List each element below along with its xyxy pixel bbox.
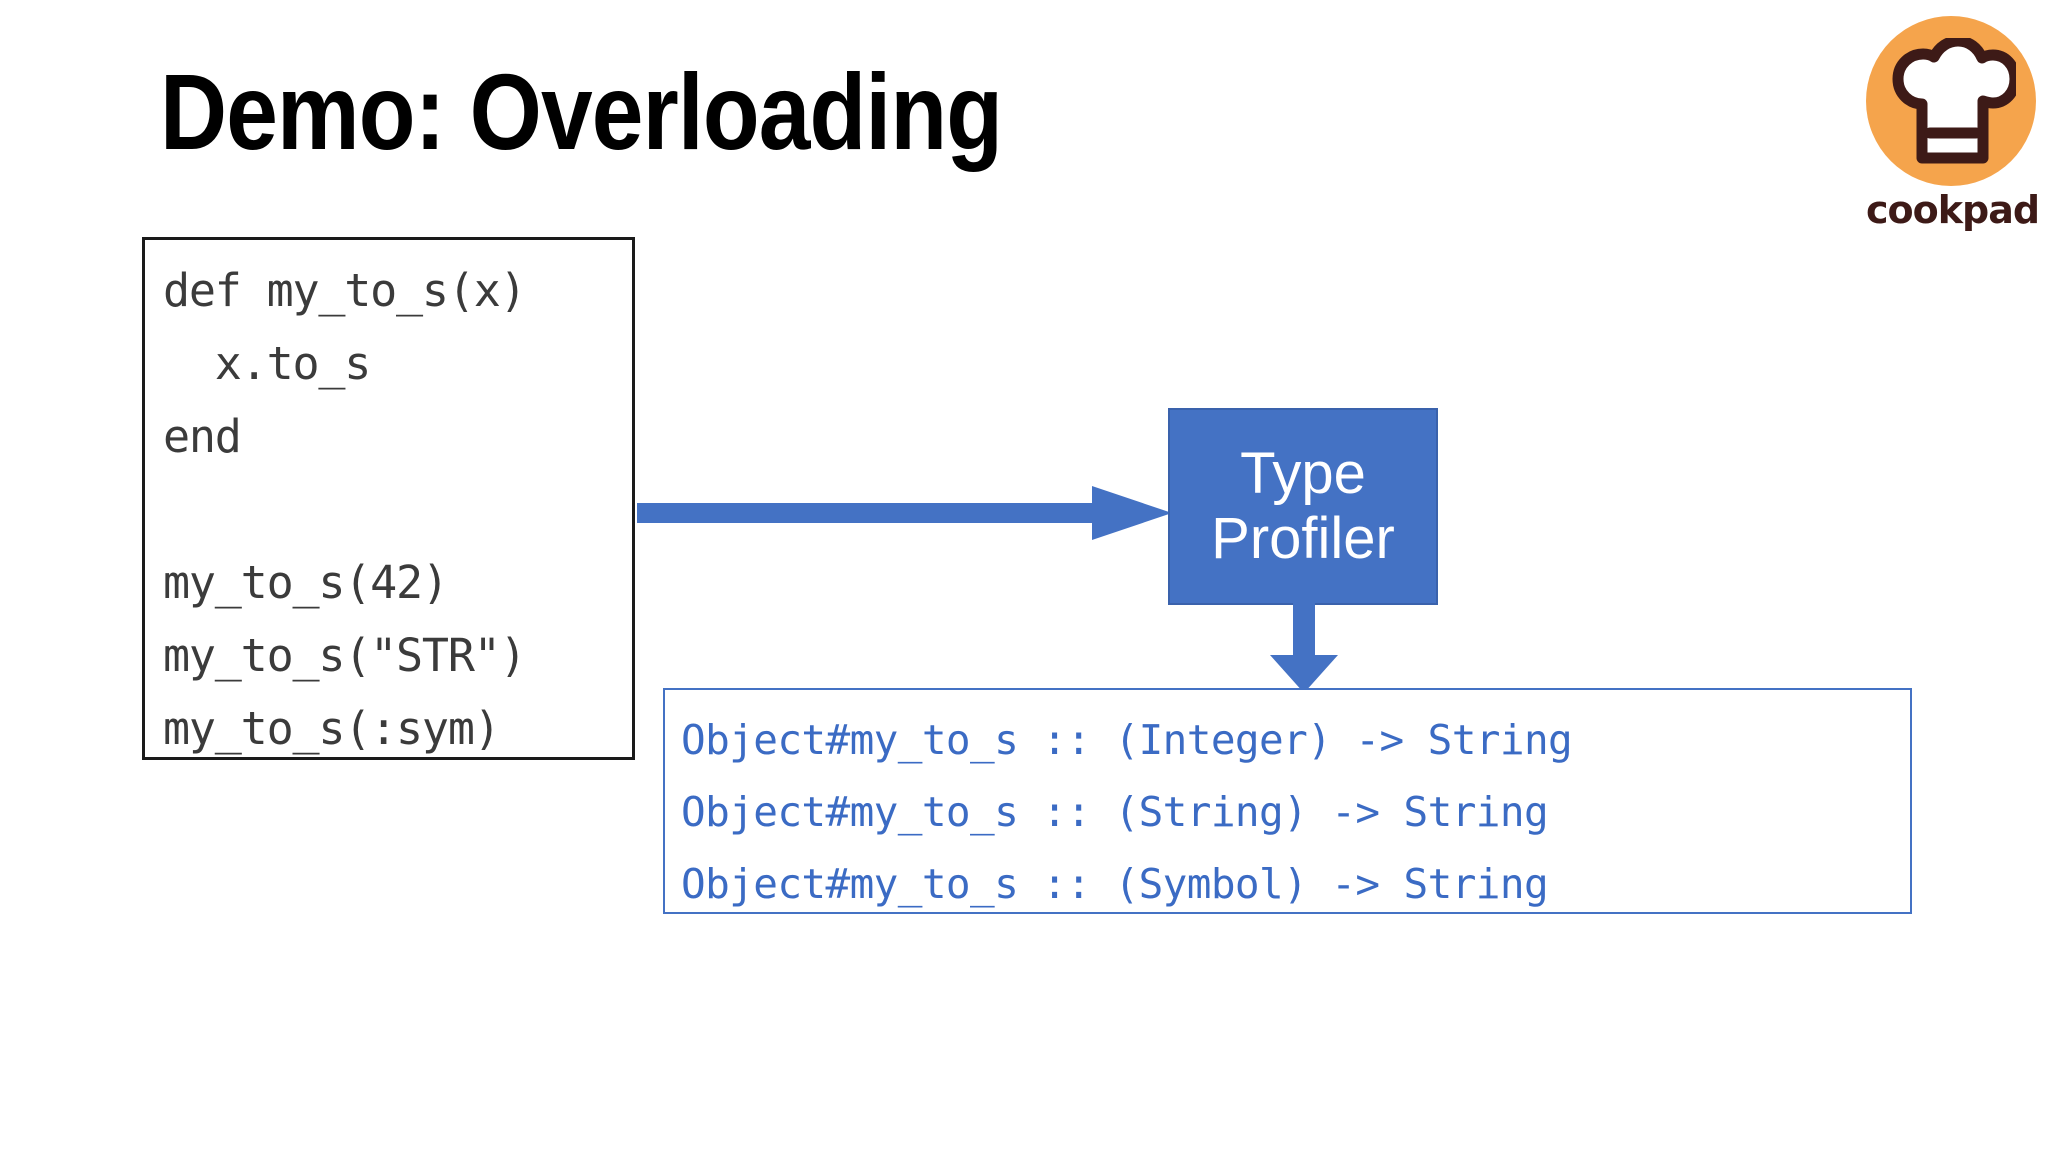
code-line: x.to_s bbox=[163, 337, 372, 390]
code-line: end bbox=[163, 410, 242, 463]
cookpad-logo-mark bbox=[1866, 16, 2036, 186]
type-profiler-box: Type Profiler bbox=[1168, 408, 1438, 605]
code-line: def my_to_s(x) bbox=[163, 264, 527, 317]
code-block: def my_to_s(x) x.to_s end my_to_s(42) my… bbox=[142, 237, 635, 760]
chef-hat-icon bbox=[1892, 38, 2016, 164]
arrow-right-icon bbox=[637, 486, 1172, 540]
cookpad-logo: cookpad bbox=[1866, 16, 2040, 244]
code-line-blank bbox=[163, 473, 632, 546]
cookpad-wordmark: cookpad bbox=[1866, 188, 2040, 232]
output-block: Object#my_to_s :: (Integer) -> String Ob… bbox=[663, 688, 1912, 914]
type-profiler-label-line2: Profiler bbox=[1211, 505, 1395, 571]
code-line: my_to_s(:sym) bbox=[163, 702, 501, 755]
code-line: my_to_s(42) bbox=[163, 556, 449, 609]
signature-line: Object#my_to_s :: (Symbol) -> String bbox=[681, 860, 1549, 908]
signature-line: Object#my_to_s :: (Integer) -> String bbox=[681, 716, 1573, 764]
type-profiler-label-line1: Type bbox=[1240, 440, 1366, 506]
page-title: Demo: Overloading bbox=[160, 51, 1003, 172]
arrow-down-icon bbox=[1270, 603, 1338, 693]
code-line: my_to_s("STR") bbox=[163, 629, 527, 682]
signature-line: Object#my_to_s :: (String) -> String bbox=[681, 788, 1549, 836]
